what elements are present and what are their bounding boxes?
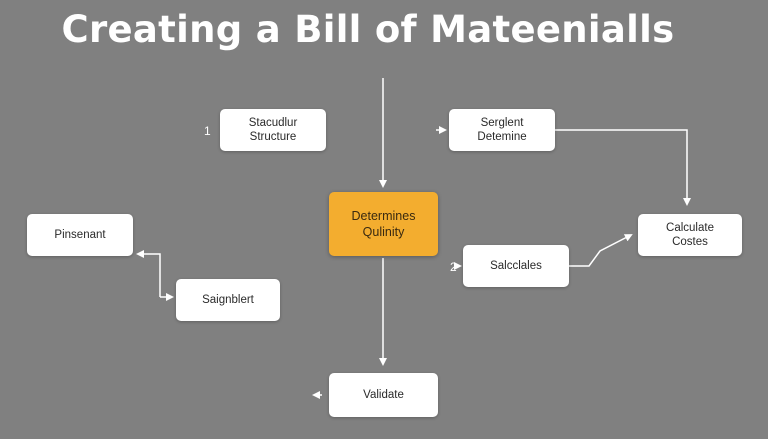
connector-saignblert-to-pinsenant xyxy=(136,250,161,297)
node-pinsenant-label: Pinsenant xyxy=(54,229,106,241)
connector-serglent-to-calculate xyxy=(555,129,691,206)
node-saignblert[interactable]: Saignblert xyxy=(176,279,280,321)
node-stacudlur-structure-line2: Structure xyxy=(249,131,297,143)
node-salcclales-label: Salcclales xyxy=(490,260,542,272)
step-number-2: 2 xyxy=(450,260,457,274)
node-serglent-determine-line2: Detemine xyxy=(477,131,527,143)
node-determines-quality-line2: Qulinity xyxy=(362,225,405,239)
node-saignblert-label: Saignblert xyxy=(202,294,254,306)
diagram-title: Creating a Bill of Mateenialls xyxy=(61,8,675,51)
node-determines-quality-line1: Determines xyxy=(351,209,416,223)
node-salcclales[interactable]: Salcclales xyxy=(463,245,569,287)
node-determines-quality[interactable]: Determines Qulinity xyxy=(329,192,438,256)
node-serglent-determine-line1: Serglent xyxy=(480,117,524,129)
node-calculate-costes-line1: Calculate xyxy=(666,222,714,234)
node-stacudlur-structure[interactable]: Stacudlur Structure xyxy=(220,109,326,151)
node-calculate-costes-line2: Costes xyxy=(672,236,708,248)
node-stacudlur-structure-line1: Stacudlur xyxy=(248,117,298,129)
step-number-1: 1 xyxy=(204,124,211,138)
node-pinsenant[interactable]: Pinsenant xyxy=(27,214,133,256)
node-validate[interactable]: Validate xyxy=(329,373,438,417)
node-serglent-determine[interactable]: Serglent Detemine xyxy=(449,109,555,151)
node-calculate-costes[interactable]: Calculate Costes xyxy=(638,214,742,256)
node-validate-label: Validate xyxy=(363,389,404,401)
connector-salcclales-to-calculate xyxy=(569,234,633,267)
